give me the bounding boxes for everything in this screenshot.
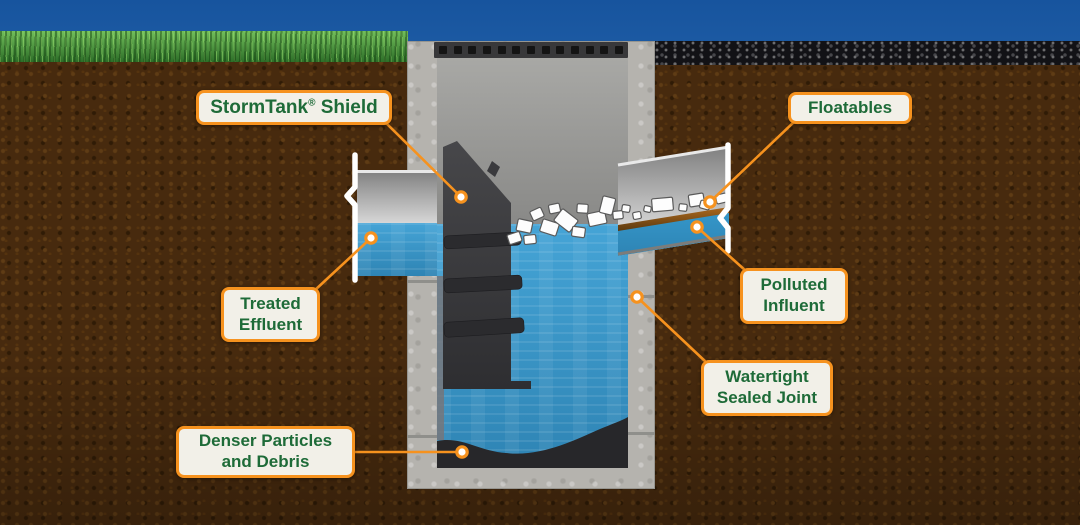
- callout-denser-particles: Denser Particles and Debris: [176, 426, 355, 478]
- grate-hole: [585, 46, 594, 54]
- grate-hole: [439, 46, 447, 54]
- grate-hole: [453, 46, 462, 54]
- right-wall-joint-lower: [627, 432, 655, 435]
- vault-water: [437, 224, 628, 468]
- grate-hole: [600, 46, 609, 54]
- left-wall-joint-upper: [407, 280, 438, 283]
- callout-polluted-influent: Polluted Influent: [740, 268, 848, 324]
- grate-hole: [497, 46, 506, 54]
- grate-hole: [570, 46, 579, 54]
- grate-hole: [512, 46, 521, 54]
- callout-watertight-joint-text: Watertight Sealed Joint: [716, 367, 818, 407]
- callout-watertight-joint: Watertight Sealed Joint: [701, 360, 833, 416]
- grate-hole: [541, 46, 550, 54]
- callout-denser-particles-text: Denser Particles and Debris: [198, 431, 333, 471]
- shield-wall-shadow: [437, 276, 444, 440]
- callout-polluted-influent-text: Polluted Influent: [760, 275, 828, 315]
- asphalt-surface: [655, 41, 1080, 65]
- callout-stormtank-shield: StormTank® Shield: [196, 90, 392, 125]
- callout-treated-effluent: Treated Effluent: [221, 287, 320, 342]
- grate-hole: [556, 46, 565, 54]
- inlet-grate-icon: [434, 42, 628, 58]
- grate-hole: [614, 46, 623, 54]
- grate-hole: [526, 46, 535, 54]
- grass-surface: [0, 31, 408, 62]
- left-wall-joint-lower: [407, 435, 438, 438]
- registered-mark: ®: [308, 97, 316, 109]
- callout-stormtank-text: StormTank® Shield: [210, 96, 378, 118]
- treated-effluent-water: [357, 223, 437, 276]
- grate-hole: [468, 46, 477, 54]
- callout-treated-effluent-text: Treated Effluent: [238, 293, 303, 334]
- right-wall-joint-upper: [627, 295, 655, 298]
- callout-floatables: Floatables: [788, 92, 912, 124]
- grate-hole: [482, 46, 491, 54]
- callout-floatables-text: Floatables: [807, 97, 893, 117]
